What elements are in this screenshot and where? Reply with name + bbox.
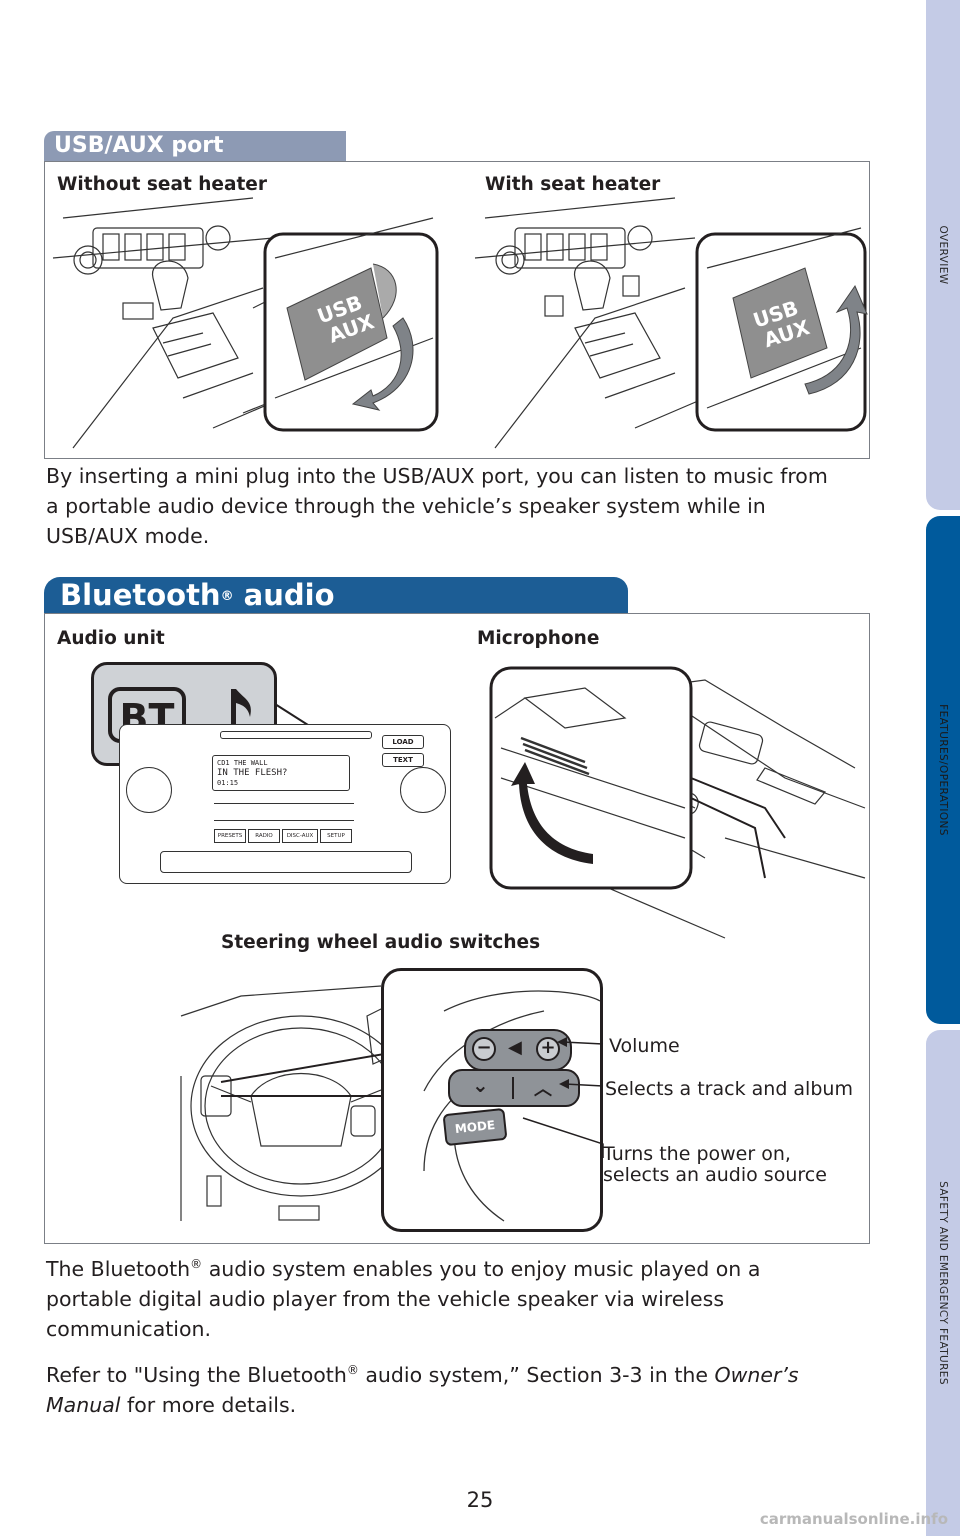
para2-reg: ® [346, 1363, 359, 1377]
setup-button[interactable]: SETUP [320, 829, 352, 843]
tab-overview[interactable]: OVERVIEW [926, 0, 960, 510]
steering-switch-zoom: − ◀ + ⌄ ︿ MODE [381, 968, 603, 1232]
load-button[interactable]: LOAD [382, 735, 424, 749]
bluetooth-heading-text: Bluetooth [60, 578, 221, 612]
radio-base [160, 851, 412, 873]
bluetooth-description: The Bluetooth® audio system enables you … [46, 1249, 836, 1344]
usb-aux-figure-panel: Without seat heater With seat heater USB… [44, 161, 870, 459]
callout-volume: Volume [609, 1035, 680, 1057]
usb-aux-heading: USB/AUX port [44, 131, 346, 161]
radio-display: CD1 THE WALL IN THE FLESH? 01:15 [212, 755, 350, 791]
caption-steering-wheel-switches: Steering wheel audio switches [221, 932, 541, 953]
tab-features-operations[interactable]: FEATURES/OPERATIONS [926, 516, 960, 1024]
track-switch[interactable]: ⌄ ︿ [448, 1069, 580, 1107]
tab-features-label: FEATURES/OPERATIONS [937, 704, 949, 836]
para2-mid: audio system,” Section 3-3 in the [358, 1362, 715, 1387]
bluetooth-reference: Refer to "Using the Bluetooth® audio sys… [46, 1355, 846, 1420]
chevron-up-icon[interactable]: ︿ [534, 1079, 552, 1100]
callout-arrows [522, 1037, 604, 1158]
mode-button[interactable]: MODE [442, 1107, 508, 1147]
owners-manual-italic: Owner’s Manual [46, 1362, 799, 1417]
bluetooth-audio-heading: Bluetooth® audio [44, 577, 628, 613]
volume-down-icon[interactable]: − [472, 1037, 496, 1061]
preset-buttons-row [214, 803, 354, 821]
audio-head-unit: LOAD TEXT CD1 THE WALL IN THE FLESH? 01:… [119, 724, 451, 884]
right-knob[interactable] [400, 767, 446, 813]
presets-button[interactable]: PRESETS [214, 829, 246, 843]
callout-track-album: Selects a track and album [605, 1078, 853, 1100]
tab-safety-emergency[interactable]: SAFETY AND EMERGENCY FEATURES [926, 1030, 960, 1536]
speaker-icon: ◀ [508, 1037, 522, 1058]
callout-mode-line2: selects an audio source [603, 1164, 827, 1186]
caption-without-seat-heater: Without seat heater [57, 174, 267, 195]
microphone-illustration [489, 666, 866, 939]
para2-start: Refer to "Using the Bluetooth [46, 1362, 347, 1387]
page-number: 25 [466, 1488, 494, 1512]
usb-aux-description: By inserting a mini plug into the USB/AU… [46, 464, 828, 548]
para1-start: The Bluetooth [46, 1256, 191, 1281]
bluetooth-heading-suffix: audio [233, 578, 335, 612]
callout-mode-line1: Turns the power on, [603, 1143, 791, 1165]
caption-with-seat-heater: With seat heater [485, 174, 661, 195]
display-line-2: IN THE FLESH? [217, 768, 288, 778]
tab-overview-label: OVERVIEW [937, 225, 949, 285]
para1-rest: audio system enables you to enjoy music … [46, 1256, 761, 1341]
bluetooth-figure-panel: Audio unit Microphone Steering wheel aud… [44, 613, 870, 1244]
watermark: carmanualsonline.info [759, 1510, 948, 1528]
bluetooth-heading-reg: ® [220, 589, 234, 604]
radio-button[interactable]: RADIO [248, 829, 280, 843]
disc-aux-button[interactable]: DISC-AUX [282, 829, 318, 843]
tab-safety-label: SAFETY AND EMERGENCY FEATURES [937, 1181, 949, 1385]
volume-switch[interactable]: − ◀ + [464, 1029, 572, 1071]
para1-reg: ® [190, 1257, 203, 1271]
console-illustration-left: USB AUX [52, 197, 439, 449]
track-divider [512, 1077, 514, 1099]
console-illustration-right: USB AUX [474, 197, 868, 449]
cd-slot [220, 731, 372, 739]
left-knob[interactable] [126, 767, 172, 813]
volume-up-icon[interactable]: + [536, 1037, 560, 1061]
para2-end: for more details. [120, 1392, 297, 1417]
caption-audio-unit: Audio unit [57, 628, 165, 649]
caption-microphone: Microphone [477, 628, 600, 649]
text-button[interactable]: TEXT [382, 753, 424, 767]
display-line-1: CD1 THE WALL [217, 759, 268, 767]
chevron-down-icon[interactable]: ⌄ [472, 1073, 489, 1097]
display-time: 01:15 [217, 779, 239, 787]
